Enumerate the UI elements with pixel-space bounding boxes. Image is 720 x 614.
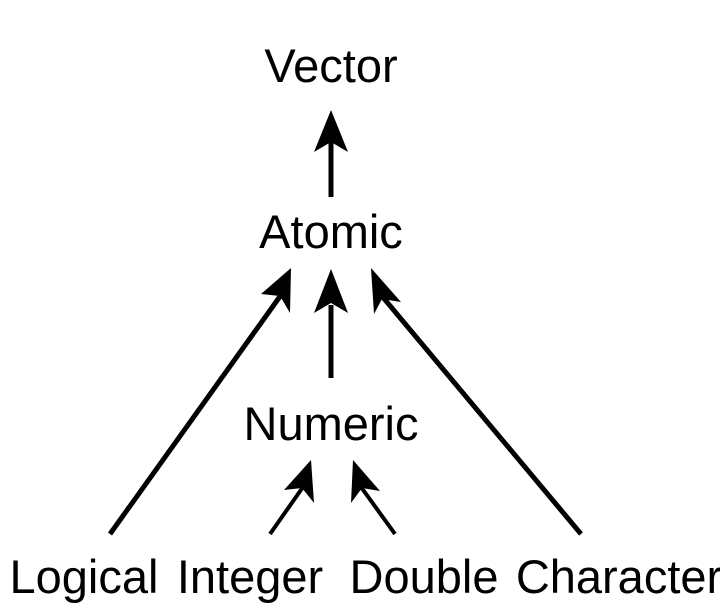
- arrow-head-up-icon: [314, 110, 348, 152]
- node-label-atomic: Atomic: [259, 205, 403, 258]
- arrow-head-up-icon: [314, 269, 348, 313]
- edge-character-to-atomic-line: [379, 293, 583, 536]
- node-label-integer: Integer: [177, 550, 323, 603]
- arrow-head-up-left-icon: [351, 460, 380, 503]
- node-label-logical: Logical: [10, 550, 159, 603]
- edge-integer-to-numeric: [268, 460, 314, 536]
- arrow-head-up-right-icon: [284, 460, 314, 503]
- node-label-numeric: Numeric: [244, 397, 419, 450]
- edge-numeric-to-atomic: [314, 269, 348, 378]
- edge-character-to-atomic: [371, 268, 583, 536]
- edge-integer-to-numeric-line: [268, 485, 305, 536]
- edge-logical-to-atomic: [107, 268, 291, 536]
- edge-double-to-numeric-line: [359, 485, 397, 536]
- arrow-head-up-right-icon: [261, 268, 291, 313]
- edge-atomic-to-vector: [314, 110, 348, 197]
- node-label-double: Double: [350, 550, 499, 603]
- node-label-vector: Vector: [264, 39, 397, 92]
- node-label-character: Character: [516, 550, 720, 603]
- edge-double-to-numeric: [351, 460, 397, 536]
- edge-logical-to-atomic-line: [107, 293, 284, 536]
- arrow-head-up-left-icon: [371, 268, 401, 314]
